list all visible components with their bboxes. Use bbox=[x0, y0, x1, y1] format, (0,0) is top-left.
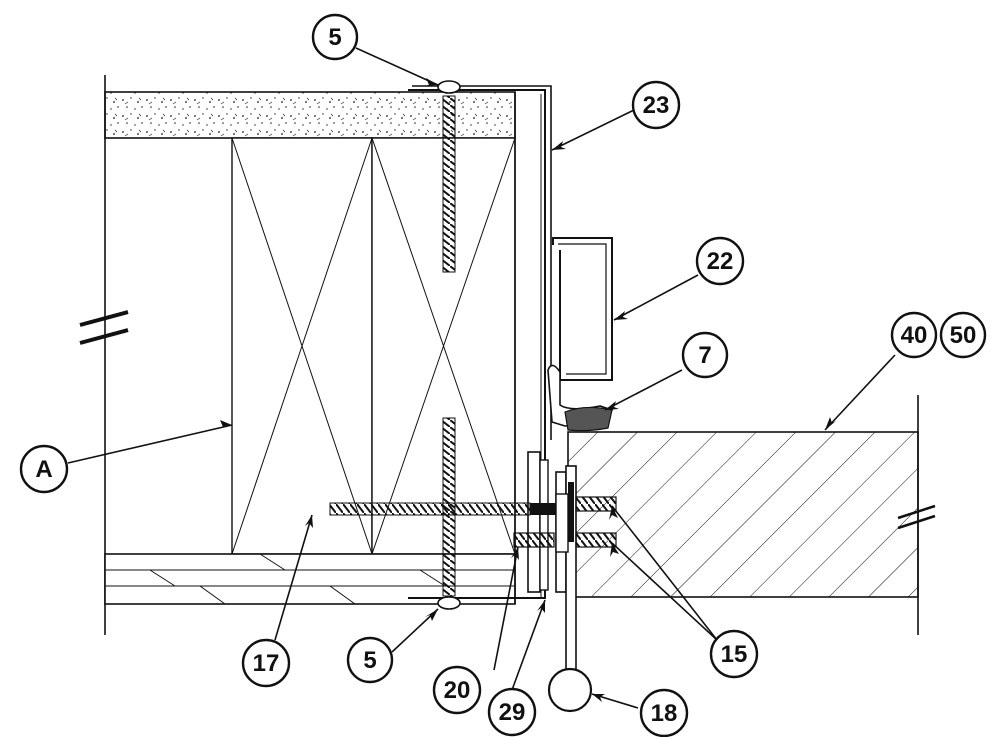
profile-22 bbox=[552, 237, 613, 381]
callout-label: 22 bbox=[707, 248, 734, 275]
callout-22: 22 bbox=[695, 236, 745, 286]
callout-label: 7 bbox=[698, 342, 711, 369]
callout-15: 15 bbox=[709, 629, 759, 679]
concrete-slab bbox=[567, 395, 936, 635]
callout-label: 5 bbox=[328, 24, 341, 51]
callout-50: 50 bbox=[939, 311, 987, 359]
screws bbox=[329, 80, 617, 610]
callout-label: 40 bbox=[901, 322, 928, 349]
callout-20: 20 bbox=[432, 665, 482, 715]
callout-label: 18 bbox=[651, 700, 678, 727]
callout-label: 50 bbox=[950, 322, 977, 349]
callout-40: 40 bbox=[890, 311, 938, 359]
callout-29: 29 bbox=[487, 687, 537, 737]
callout-5-bottom: 5 bbox=[346, 636, 394, 684]
callout-label: 5 bbox=[363, 647, 376, 674]
callout-7: 7 bbox=[681, 331, 729, 379]
callout-5-top: 5 bbox=[311, 13, 359, 61]
callout-23: 23 bbox=[631, 80, 681, 130]
bolt-15-lower bbox=[575, 532, 617, 548]
callout-label: 17 bbox=[253, 650, 280, 677]
callout-label: A bbox=[35, 456, 52, 483]
slab-hatch bbox=[567, 431, 919, 598]
bracket-ball-18 bbox=[547, 667, 593, 713]
screw-top-vertical bbox=[442, 95, 456, 273]
callout-label: 23 bbox=[643, 92, 670, 119]
callout-17: 17 bbox=[241, 638, 291, 688]
break-symbol-left bbox=[79, 310, 129, 327]
screw-horizontal-17 bbox=[329, 502, 531, 516]
callout-A: A bbox=[19, 444, 69, 494]
bolt-15-upper bbox=[575, 496, 617, 512]
break-symbol-right bbox=[897, 504, 936, 520]
callout-label: 20 bbox=[444, 677, 471, 704]
callout-18: 18 bbox=[639, 688, 689, 737]
leader-lines bbox=[67, 47, 896, 709]
callout-label: 15 bbox=[721, 641, 748, 668]
seal-7 bbox=[547, 364, 614, 432]
callout-label: 29 bbox=[499, 699, 526, 726]
